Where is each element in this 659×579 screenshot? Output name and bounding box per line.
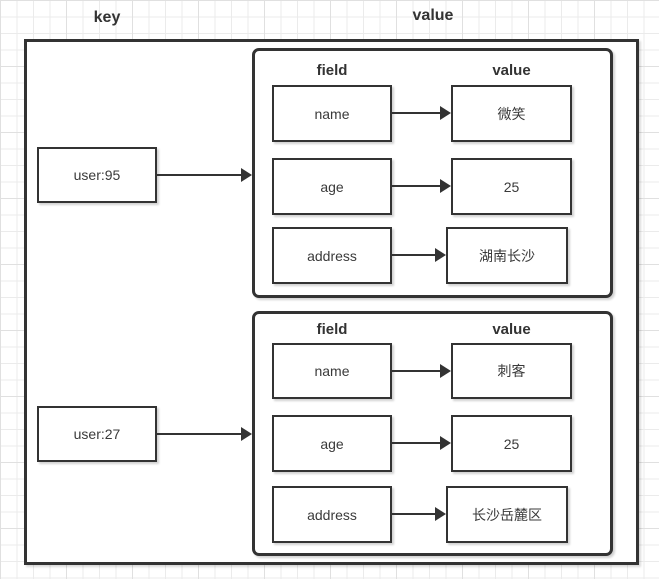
- value-node-label: 刺客: [497, 363, 526, 379]
- key-node: user:27: [37, 406, 157, 462]
- field-value-arrow: [392, 364, 451, 378]
- key-node: user:95: [37, 147, 157, 203]
- field-node: address: [272, 486, 392, 543]
- arrowhead-icon: [440, 436, 451, 450]
- arrow-line: [392, 442, 442, 444]
- key-arrow: [157, 427, 252, 441]
- field-value-arrow: [392, 436, 451, 450]
- field-node-label: address: [307, 247, 357, 264]
- field-column-header: field: [316, 321, 348, 338]
- value-node: 长沙岳麓区: [446, 486, 568, 543]
- value-node: 湖南长沙: [446, 227, 568, 284]
- value-node: 25: [451, 415, 572, 472]
- value-node-label: 25: [503, 178, 520, 195]
- value-node: 微笑: [451, 85, 572, 142]
- arrow-line: [392, 254, 437, 256]
- field-node: age: [272, 415, 392, 472]
- arrow-line: [392, 185, 442, 187]
- field-node: name: [272, 85, 392, 142]
- field-node-label: age: [320, 435, 344, 452]
- key-arrow: [157, 168, 252, 182]
- field-node-label: name: [314, 105, 350, 122]
- arrow-line: [392, 370, 442, 372]
- arrowhead-icon: [440, 106, 451, 120]
- value-node-label: 湖南长沙: [479, 247, 535, 264]
- key-column-label: key: [93, 9, 121, 26]
- arrowhead-icon: [435, 248, 446, 262]
- arrow-line: [157, 433, 243, 435]
- field-node-label: age: [320, 178, 344, 195]
- arrow-line: [392, 513, 437, 515]
- field-node: address: [272, 227, 392, 284]
- value-node-label: 长沙岳麓区: [472, 506, 542, 523]
- key-node-label: user:95: [73, 167, 121, 183]
- value-column-label: value: [412, 7, 454, 24]
- field-node: name: [272, 343, 392, 399]
- arrow-line: [392, 112, 442, 114]
- value-node: 刺客: [451, 343, 572, 399]
- field-value-arrow: [392, 106, 451, 120]
- field-value-arrow: [392, 507, 446, 521]
- value-node: 25: [451, 158, 572, 215]
- arrowhead-icon: [440, 364, 451, 378]
- field-value-arrow: [392, 179, 451, 193]
- arrowhead-icon: [440, 179, 451, 193]
- field-column-header: field: [316, 62, 348, 79]
- field-node: age: [272, 158, 392, 215]
- arrowhead-icon: [241, 427, 252, 441]
- field-node-label: name: [314, 363, 350, 379]
- field-node-label: address: [307, 506, 357, 523]
- key-node-label: user:27: [73, 426, 121, 442]
- value-column-header: value: [492, 321, 531, 338]
- value-node-label: 微笑: [497, 105, 526, 122]
- arrowhead-icon: [241, 168, 252, 182]
- field-value-arrow: [392, 248, 446, 262]
- value-node-label: 25: [503, 435, 520, 452]
- arrowhead-icon: [435, 507, 446, 521]
- value-column-header: value: [492, 62, 531, 79]
- arrow-line: [157, 174, 243, 176]
